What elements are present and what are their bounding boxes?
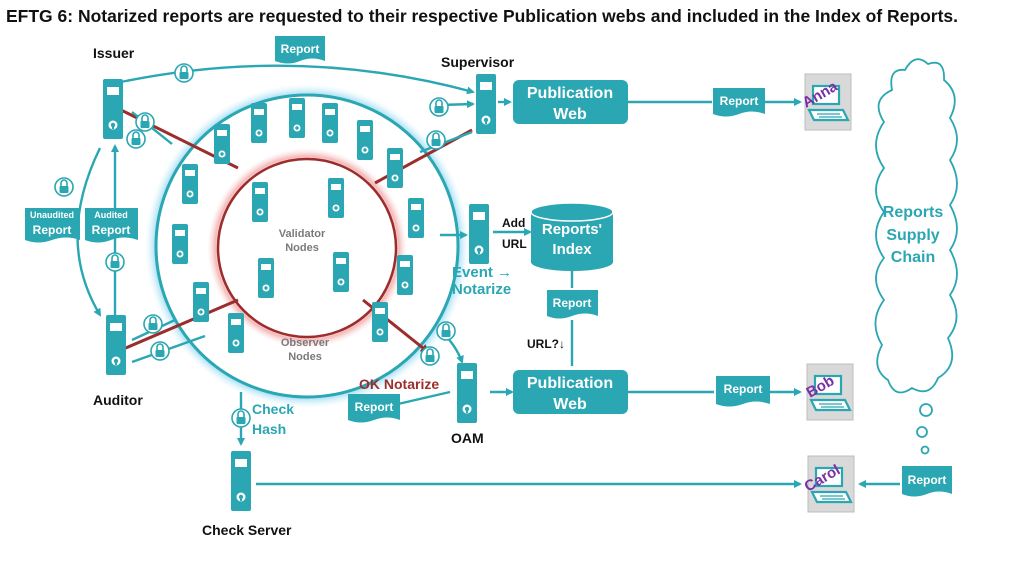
supervisor-label: Supervisor bbox=[441, 54, 515, 70]
report-doc-top bbox=[275, 36, 325, 64]
auditor-server-icon bbox=[106, 315, 126, 375]
observer-supervisor-link bbox=[419, 130, 473, 154]
report-doc-oam-label: Report bbox=[355, 400, 394, 414]
observer-label-1: Observer bbox=[281, 337, 330, 349]
cloud-line3: Chain bbox=[891, 249, 935, 266]
oam-label: OAM bbox=[451, 430, 484, 446]
url-query-label: URL?↓ bbox=[527, 337, 565, 351]
report-doc-carol-label: Report bbox=[908, 473, 947, 487]
notarize-label: Notarize bbox=[452, 281, 512, 298]
unaudited-doc-label: Report bbox=[33, 223, 72, 237]
audited-report-doc bbox=[85, 208, 138, 243]
ok-notarize-label: OK Notarize bbox=[359, 376, 440, 392]
unaudited-doc-top-label: Unaudited bbox=[30, 210, 74, 220]
publication-web-top bbox=[513, 80, 628, 124]
auditor-label: Auditor bbox=[93, 392, 143, 408]
supply-chain-cloud bbox=[874, 58, 958, 455]
issuer-server-icon bbox=[103, 79, 123, 139]
event-server-icon bbox=[469, 204, 489, 264]
pubweb-top-line2: Web bbox=[553, 106, 587, 123]
issuer-supervisor-arrow bbox=[120, 64, 475, 95]
reports-index-database bbox=[530, 202, 614, 271]
supervisor-server-icon bbox=[476, 74, 496, 134]
report-doc-index bbox=[547, 290, 598, 319]
index-line2: Index bbox=[552, 241, 592, 258]
add-label: Add bbox=[502, 216, 526, 230]
oam-server-icon bbox=[457, 363, 477, 423]
publication-web-bottom bbox=[513, 370, 628, 414]
cloud-line1: Reports bbox=[883, 204, 944, 221]
report-doc-anna-label: Report bbox=[720, 94, 759, 108]
pubweb-top-line1: Publication bbox=[527, 85, 613, 102]
validator-label-2: Nodes bbox=[285, 242, 319, 254]
page-title: EFTG 6: Notarized reports are requested … bbox=[6, 6, 958, 26]
report-doc-index-label: Report bbox=[553, 296, 592, 310]
hash-label: Hash bbox=[252, 421, 287, 437]
report-doc-carol bbox=[902, 466, 952, 497]
report-doc-anna bbox=[713, 88, 765, 117]
event-label: Event → bbox=[452, 264, 513, 281]
unaudited-report-doc bbox=[25, 208, 80, 243]
issuer-label: Issuer bbox=[93, 45, 135, 61]
observer-label-2: Nodes bbox=[288, 351, 322, 363]
url-label: URL bbox=[502, 237, 527, 251]
validator-ring-glow bbox=[193, 134, 421, 362]
index-line1: Reports' bbox=[542, 221, 602, 238]
validator-label-1: Validator bbox=[279, 228, 326, 240]
pubweb-bottom-line1: Publication bbox=[527, 375, 613, 392]
report-oam-line bbox=[397, 390, 451, 406]
check-server-icon bbox=[231, 451, 251, 511]
pubweb-bottom-line2: Web bbox=[553, 396, 587, 413]
check-label: Check bbox=[252, 401, 295, 417]
report-doc-oam bbox=[348, 394, 400, 423]
report-doc-top-label: Report bbox=[281, 42, 320, 56]
cloud-line2: Supply bbox=[886, 227, 939, 244]
report-doc-bob bbox=[716, 376, 770, 407]
audited-doc-label: Report bbox=[92, 223, 131, 237]
auditor-validator-link bbox=[120, 298, 239, 352]
check-server-label: Check Server bbox=[202, 522, 292, 538]
audited-doc-top-label: Audited bbox=[94, 210, 128, 220]
report-doc-bob-label: Report bbox=[724, 382, 763, 396]
